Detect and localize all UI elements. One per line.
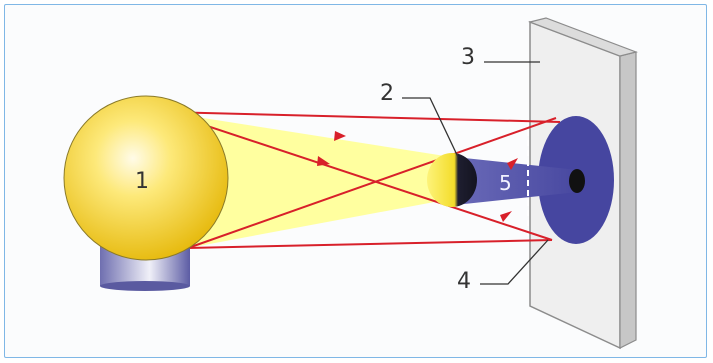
label-umbra: 5 xyxy=(499,171,512,195)
ray-bottom-cross xyxy=(187,117,557,249)
label-screen: 3 xyxy=(461,45,475,70)
label-source: 1 xyxy=(135,169,149,194)
light-rays xyxy=(164,111,561,249)
leader-2 xyxy=(402,97,459,158)
leader-lines xyxy=(402,61,549,285)
opaque-ball xyxy=(427,153,477,207)
light-bulb xyxy=(63,95,229,261)
ray-bottom-lower xyxy=(187,239,553,249)
arrow-4 xyxy=(500,211,512,222)
arrow-1 xyxy=(334,131,346,141)
ray-arrows xyxy=(317,131,518,222)
ray-top-upper xyxy=(164,111,561,123)
label-penumbra: 4 xyxy=(457,269,471,294)
arrow-3 xyxy=(507,158,518,170)
leader-4 xyxy=(480,239,549,285)
umbra-cone xyxy=(455,157,578,205)
light-cone xyxy=(165,112,445,248)
ray-top-cross xyxy=(164,111,553,241)
arrow-2 xyxy=(317,156,330,166)
umbra-spot xyxy=(569,169,585,193)
label-ball: 2 xyxy=(380,81,394,106)
